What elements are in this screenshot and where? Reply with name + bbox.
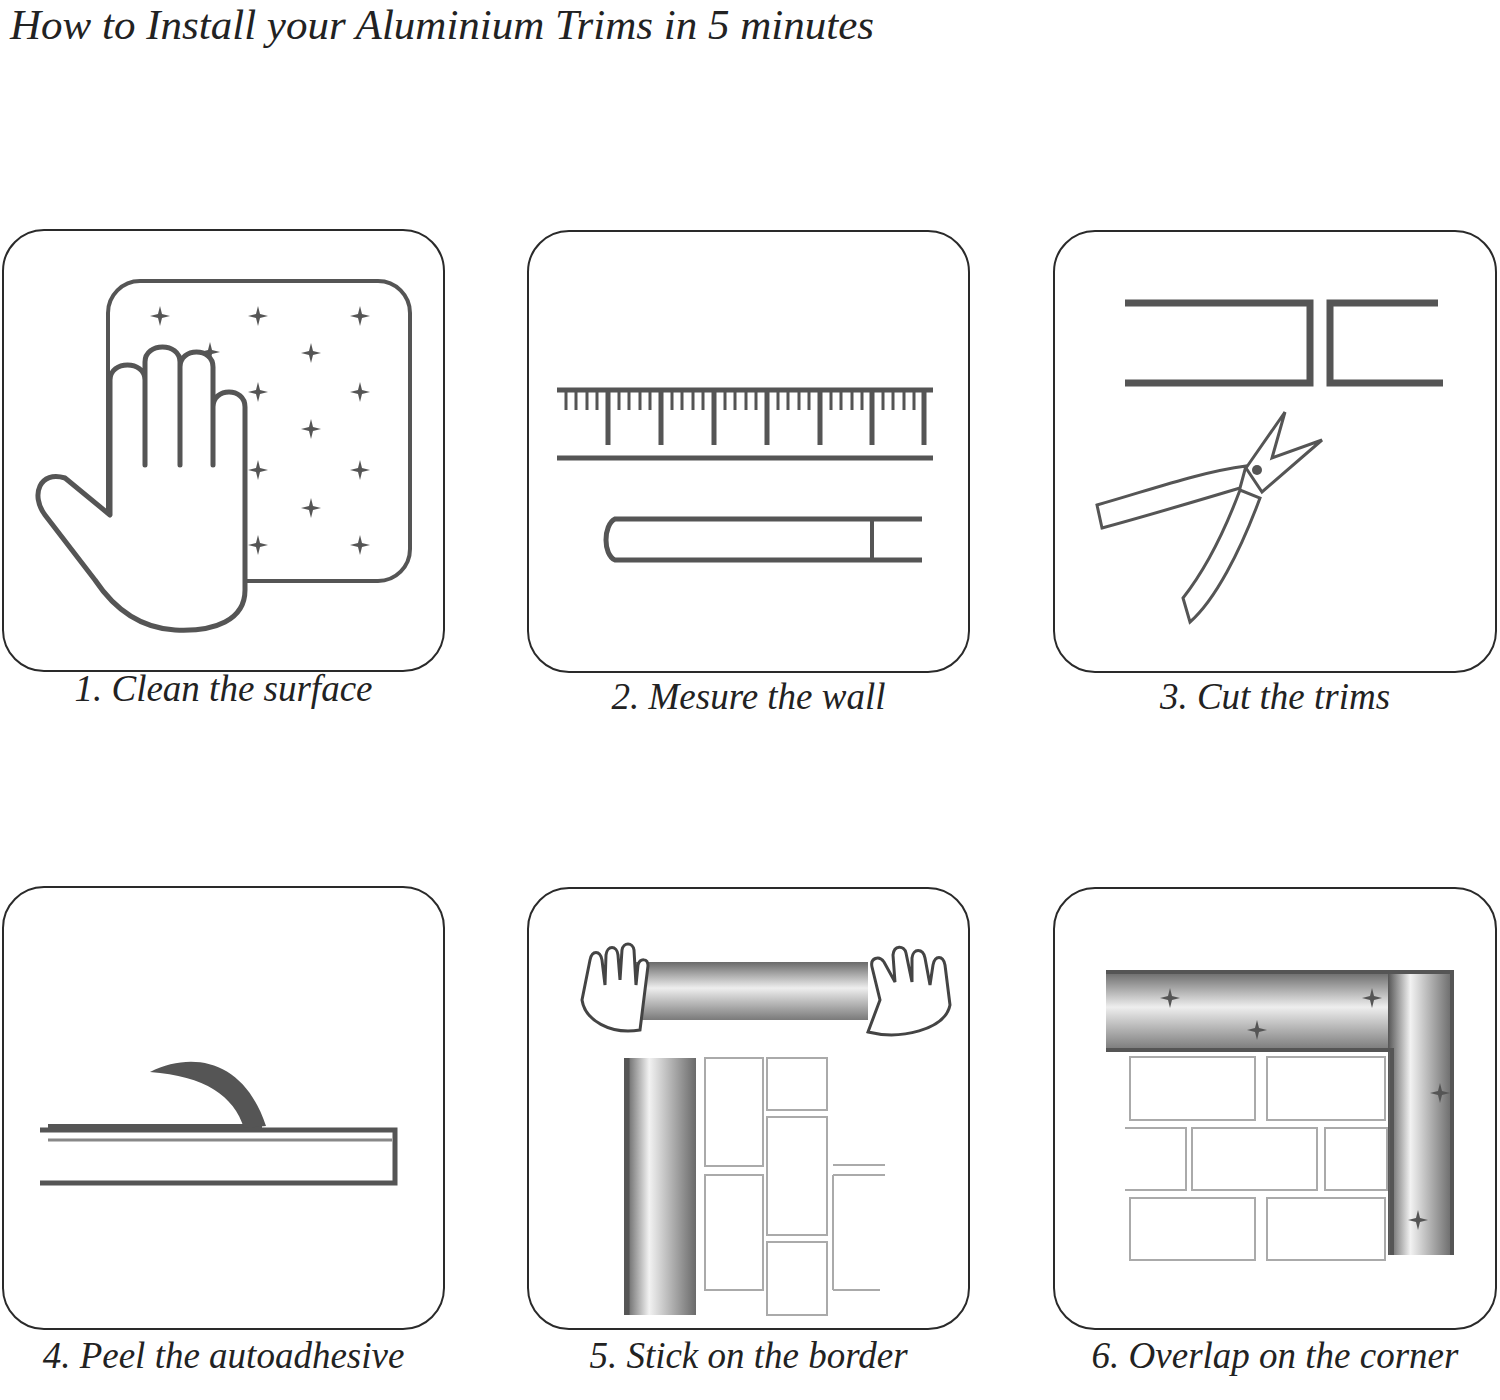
plier-handle: [1097, 466, 1246, 528]
brick: [1267, 1198, 1385, 1260]
sparkle: [150, 306, 170, 326]
sparkle: [350, 306, 370, 326]
trim-inner-line: [48, 1139, 392, 1142]
step-panel: 1. Clean the surface: [2, 229, 445, 740]
sparkle: [350, 535, 370, 555]
brick: [767, 1117, 827, 1235]
clean-illustration: [38, 281, 410, 630]
sparkle: [1247, 1020, 1267, 1040]
hand-outline: [38, 347, 245, 630]
panel-border: [527, 887, 970, 1330]
plier-jaws: [1246, 412, 1322, 492]
brick: [1267, 1057, 1385, 1120]
hand-right: [868, 947, 950, 1034]
peeling-liner: [150, 1062, 266, 1128]
step-caption: 3. Cut the trims: [1023, 676, 1500, 718]
sparkle: [200, 342, 220, 362]
sparkle: [248, 306, 268, 326]
brick-pattern: [1125, 1057, 1387, 1260]
brick: [705, 1175, 763, 1290]
ruler-edge: [557, 456, 933, 461]
trim-vertical: [624, 1058, 696, 1315]
hand-left: [582, 944, 648, 1031]
cut-illustration: [1097, 303, 1443, 622]
trim-horizontal: [1106, 972, 1394, 1050]
stick-illustration: [582, 944, 950, 1315]
panel-border: [527, 230, 970, 673]
brick: [1325, 1128, 1387, 1190]
sparkle: [301, 498, 321, 518]
sparkle: [248, 460, 268, 480]
step-panel: 5. Stick on the border: [527, 887, 970, 1400]
corner-illustration: [1106, 972, 1452, 1260]
brick-pattern: [705, 1058, 885, 1315]
step-caption: 2. Mesure the wall: [497, 676, 1000, 718]
panel-border: [1053, 230, 1497, 673]
step-caption: 4. Peel the autoadhesive: [0, 1335, 475, 1377]
adhesive-tape: [48, 1124, 262, 1132]
step-panel: 2. Mesure the wall: [527, 230, 970, 748]
brick: [1130, 1198, 1255, 1260]
sparkle: [248, 382, 268, 402]
brick: [767, 1058, 827, 1110]
brick: [767, 1242, 827, 1315]
trim-vertical: [1388, 972, 1452, 1255]
brick-lines: [1125, 1128, 1186, 1190]
trim-edge: [625, 1058, 630, 1315]
plier-handle: [1183, 490, 1260, 622]
trim-edges: [1106, 972, 1452, 1255]
sparkle: [1160, 988, 1180, 1008]
ruler-minor-ticks: [566, 390, 914, 410]
step-caption: 5. Stick on the border: [497, 1335, 1000, 1377]
peel-illustration: [40, 1062, 395, 1183]
trim-profile: [40, 1130, 395, 1183]
trim-bar: [622, 962, 868, 1020]
brick: [1130, 1057, 1255, 1120]
sparkle: [1362, 988, 1382, 1008]
ruler-edge: [557, 388, 933, 393]
pencil-band: [870, 519, 874, 560]
diagram-title: How to Install your Aluminium Trims in 5…: [10, 0, 874, 49]
pencil-outline: [606, 519, 922, 560]
trim-piece: [1125, 303, 1310, 383]
brick: [705, 1058, 763, 1166]
step-panel: 3. Cut the trims: [1053, 230, 1497, 748]
step-caption: 6. Overlap on the corner: [1023, 1335, 1500, 1377]
measure-illustration: [557, 390, 933, 560]
panel-border: [2, 229, 445, 672]
panel-border: [2, 886, 445, 1330]
step-caption: 1. Clean the surface: [0, 668, 475, 710]
sparkle: [301, 343, 321, 363]
sparkle: [301, 419, 321, 439]
ruler-major-ticks: [608, 390, 924, 445]
plier-pivot: [1252, 465, 1262, 475]
step-panel: 4. Peel the autoadhesive: [2, 886, 445, 1400]
sparkle: [350, 382, 370, 402]
sparkle: [248, 535, 268, 555]
sparkle: [350, 460, 370, 480]
trim-piece: [1330, 303, 1443, 383]
brick: [1192, 1128, 1317, 1190]
sparkle: [1430, 1083, 1450, 1103]
step-panel: 6. Overlap on the corner: [1053, 887, 1497, 1400]
brick-lines: [833, 1165, 885, 1290]
sparkle: [1408, 1210, 1428, 1230]
cloth-outline: [108, 281, 410, 581]
panel-border: [1053, 887, 1497, 1330]
